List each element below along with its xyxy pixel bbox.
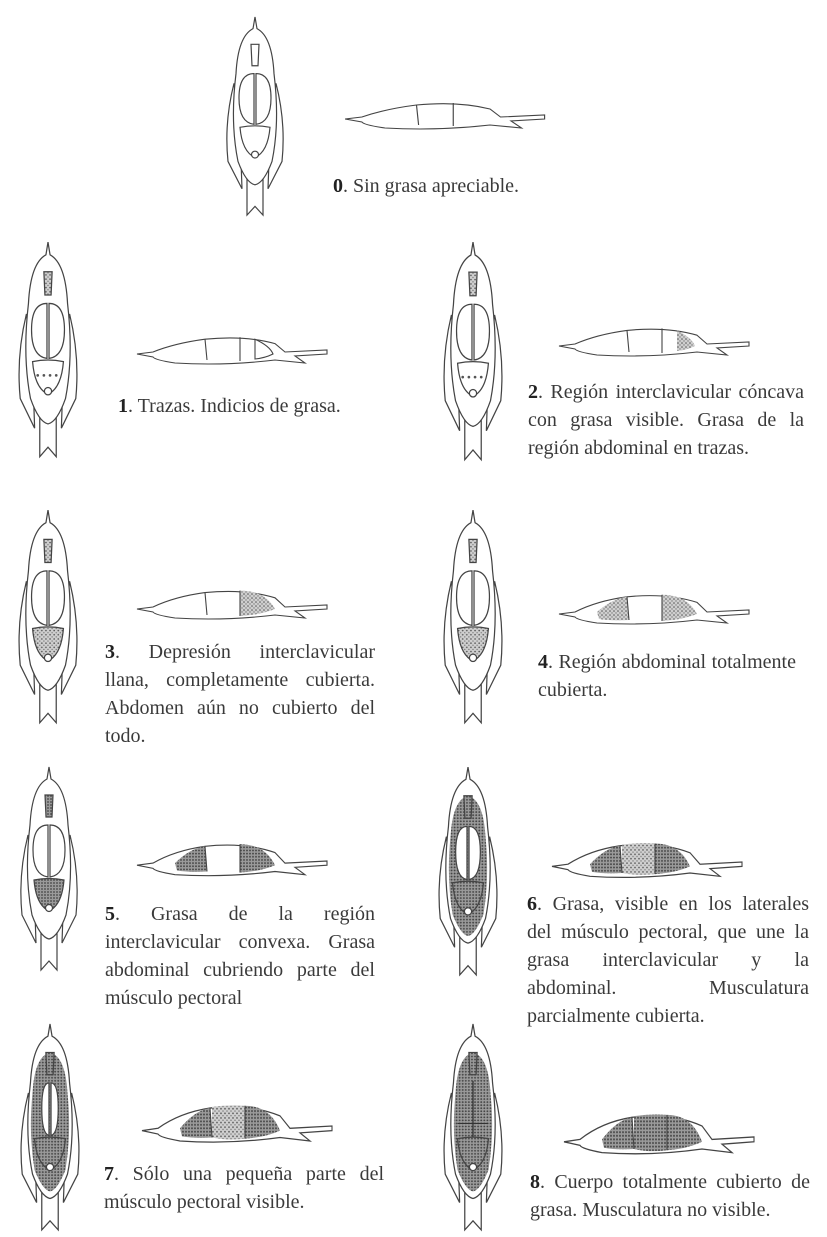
stage-number: 6 [527, 893, 537, 915]
bird-front-view [437, 240, 509, 465]
bird-front-view [432, 765, 504, 980]
bird-side-view [135, 330, 335, 370]
stage-description: . Grasa, visible en los laterales del mú… [527, 893, 809, 1027]
bird-front-view [14, 765, 84, 975]
stage-caption: 8. Cuerpo totalmente cubierto de grasa. … [530, 1168, 810, 1224]
stage-number: 5 [105, 903, 115, 925]
stage-description: . Cuerpo totalmente cubierto de grasa. M… [530, 1171, 810, 1221]
stage-description: . Sólo una pequeña parte del músculo pec… [104, 1163, 384, 1213]
stage-number: 1 [118, 395, 128, 417]
bird-front-view [220, 15, 290, 220]
bird-side-view [135, 840, 335, 882]
stage-caption: 2. Región interclavicular cóncava con gr… [528, 378, 804, 462]
stage-description: . Sin grasa apreciable. [343, 175, 519, 197]
stage-description: . Región interclavicular cóncava con gra… [528, 381, 804, 459]
bird-side-view [557, 322, 757, 362]
stage-caption: 1. Trazas. Indicios de grasa. [118, 392, 398, 420]
bird-side-view [135, 585, 335, 625]
stage-number: 2 [528, 381, 538, 403]
stage-caption: 0. Sin grasa apreciable. [333, 172, 593, 200]
stage-description: . Trazas. Indicios de grasa. [128, 395, 341, 417]
bird-front-view [12, 240, 84, 462]
stage-caption: 7. Sólo una pequeña parte del músculo pe… [104, 1160, 384, 1216]
bird-side-view [550, 840, 750, 884]
stage-number: 4 [538, 651, 548, 673]
bird-side-view [140, 1103, 340, 1149]
stage-caption: 6. Grasa, visible en los laterales del m… [527, 890, 809, 1030]
stage-caption: 4. Región abdominal totalmente cubierta. [538, 648, 796, 704]
bird-front-view [437, 1022, 509, 1235]
stage-number: 3 [105, 641, 115, 663]
stage-description: . Depresión interclavicular llana, compl… [105, 641, 375, 747]
bird-side-view [557, 590, 757, 630]
bird-front-view [12, 508, 84, 728]
bird-front-view [437, 508, 509, 728]
stage-caption: 3. Depresión interclavicular llana, comp… [105, 638, 375, 750]
bird-side-view [343, 95, 553, 135]
stage-description: . Región abdominal totalmente cubierta. [538, 651, 796, 701]
stage-caption: 5. Grasa de la región interclavicular co… [105, 900, 375, 1012]
stage-number: 7 [104, 1163, 114, 1185]
stage-number: 0 [333, 175, 343, 197]
stage-description: . Grasa de la región interclavicular con… [105, 903, 375, 1009]
stage-number: 8 [530, 1171, 540, 1193]
bird-front-view [14, 1022, 86, 1235]
bird-side-view [562, 1113, 762, 1161]
